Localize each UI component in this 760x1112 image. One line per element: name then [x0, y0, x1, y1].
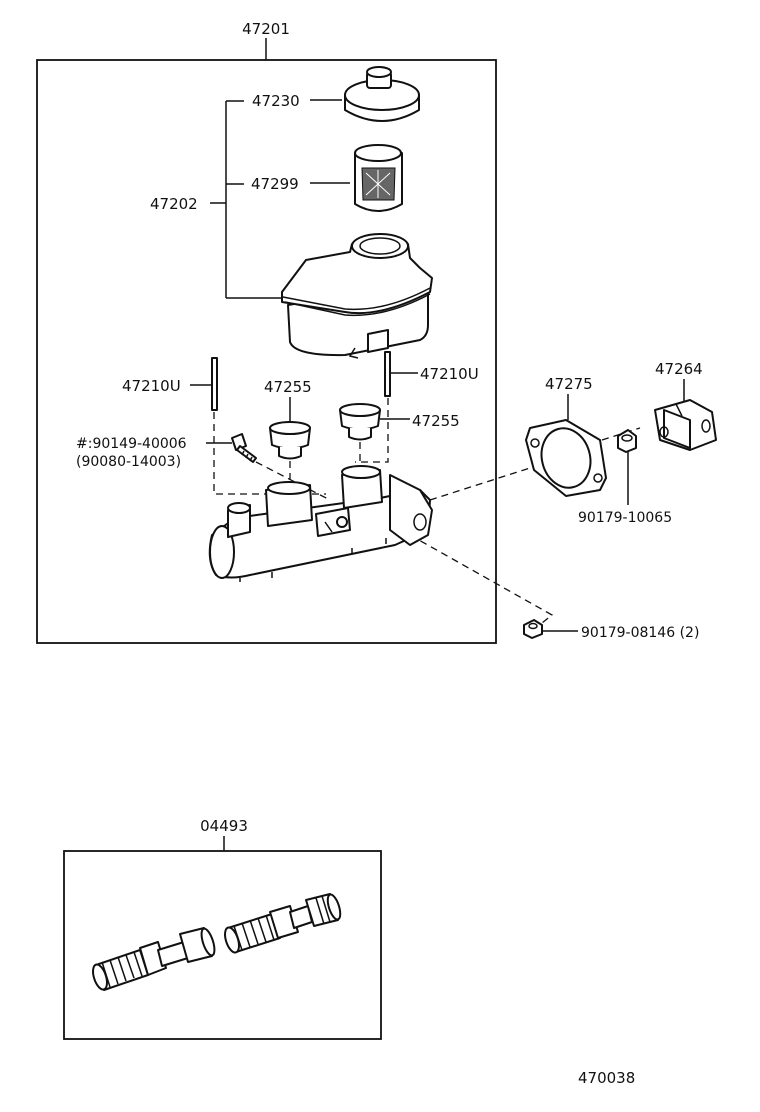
bolt	[231, 433, 257, 463]
piston-kit-right	[224, 893, 342, 954]
label-47210u-right: 47210U	[420, 365, 479, 383]
gasket	[525, 419, 607, 497]
label-47275: 47275	[545, 375, 593, 393]
reservoir-group-bracket	[210, 99, 350, 299]
label-47201: 47201	[242, 20, 290, 38]
label-90179-08146: 90179-08146 (2)	[581, 625, 699, 641]
reservoir-strainer	[354, 144, 403, 212]
label-47210u-left: 47210U	[122, 377, 181, 395]
figure-number: 470038	[578, 1069, 635, 1087]
nut-bracket	[617, 429, 637, 453]
reservoir-cap	[344, 66, 420, 122]
grommet-right	[339, 403, 381, 441]
label-bolt-b: (90080-14003)	[76, 454, 181, 470]
label-47255-right: 47255	[412, 412, 460, 430]
pin-left	[211, 357, 218, 411]
label-47255-left: 47255	[264, 378, 312, 396]
label-bolt-a: #:90149-40006	[76, 436, 187, 452]
label-47230: 47230	[252, 92, 300, 110]
label-90179-10065: 90179-10065	[578, 510, 672, 526]
label-47264: 47264	[655, 360, 703, 378]
nut-mount	[523, 619, 543, 639]
label-47202: 47202	[150, 195, 198, 213]
piston-kit-left	[92, 927, 216, 991]
pin-right	[384, 351, 391, 397]
grommet-left	[269, 421, 311, 460]
reservoir-tank	[281, 233, 433, 359]
kit-frame	[63, 850, 382, 1040]
master-cylinder-body	[208, 465, 433, 582]
label-04493: 04493	[200, 817, 248, 835]
bracket	[654, 399, 717, 451]
label-47299: 47299	[251, 175, 299, 193]
